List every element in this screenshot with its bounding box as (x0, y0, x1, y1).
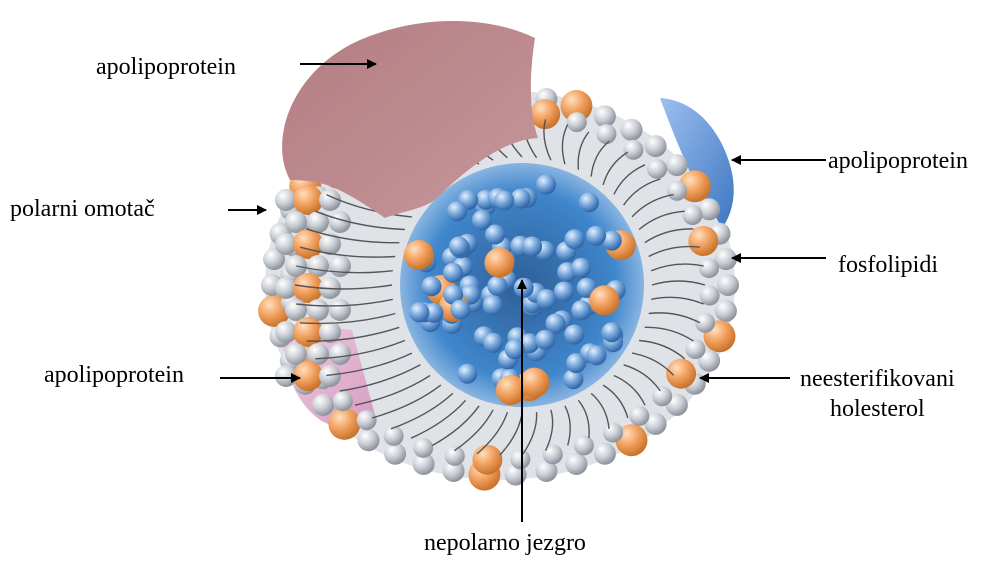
core-lipid-sphere (554, 282, 574, 302)
core-lipid-sphere (514, 278, 534, 298)
core-lipid-sphere (571, 258, 591, 278)
phospholipid-head (699, 258, 719, 278)
phospholipid-head (574, 435, 594, 455)
phospholipid-head (358, 429, 380, 451)
core-cholesterol-sphere (484, 248, 514, 278)
label-apolipoprotein-right: apolipoprotein (828, 146, 968, 176)
phospholipid-head (565, 453, 587, 475)
cholesterol-sphere (472, 445, 502, 475)
core-lipid-sphere (579, 192, 599, 212)
cholesterol-sphere (293, 317, 323, 347)
phospholipid-head (510, 449, 530, 469)
phospholipid-head (594, 443, 616, 465)
core-lipid-sphere (443, 263, 463, 283)
phospholipid-head (686, 339, 706, 359)
phospholipid-head (645, 135, 667, 157)
phospholipid-head (594, 105, 616, 127)
core-lipid-sphere (472, 210, 492, 230)
cholesterol-sphere (293, 229, 323, 259)
phospholipid-head (629, 406, 649, 426)
phospholipid-head (695, 313, 715, 333)
cholesterol-sphere (688, 226, 718, 256)
phospholipid-head (329, 255, 351, 277)
core-lipid-sphere (483, 333, 503, 353)
core-lipid-sphere (447, 201, 467, 221)
cholesterol-sphere (666, 359, 696, 389)
core-lipid-sphere (564, 325, 584, 345)
phospholipid-head (717, 274, 739, 296)
core-lipid-sphere (536, 175, 556, 195)
phospholipid-head (384, 443, 406, 465)
phospholipid-head (312, 394, 334, 416)
phospholipid-head (623, 140, 643, 160)
phospholipid-head (319, 365, 341, 387)
core-lipid-sphere (565, 229, 585, 249)
phospholipid-head (621, 119, 643, 141)
core-lipid-sphere (494, 191, 514, 211)
phospholipid-head (543, 444, 563, 464)
label-phospholipids: fosfolipidi (838, 250, 938, 280)
core-lipid-sphere (450, 300, 470, 320)
core-cholesterol-sphere (589, 285, 619, 315)
phospholipid-head (667, 181, 687, 201)
core-lipid-sphere (571, 300, 591, 320)
label-cholesterol: neesterifikovani holesterol (800, 364, 955, 424)
label-nonpolar-core: nepolarno jezgro (424, 528, 586, 558)
core-lipid-sphere (487, 276, 507, 296)
phospholipid-head (700, 286, 720, 306)
phospholipid-head (715, 300, 737, 322)
phospholipid-head (567, 112, 587, 132)
label-apolipoprotein-left: apolipoprotein (44, 360, 184, 390)
phospholipid-head (413, 438, 433, 458)
core-lipid-sphere (535, 330, 555, 350)
cholesterol-sphere (293, 361, 323, 391)
phospholipid-head (683, 205, 703, 225)
cholesterol-sphere (293, 185, 323, 215)
core-lipid-sphere (483, 295, 503, 315)
phospholipid-head (357, 410, 377, 430)
core-cholesterol-sphere (519, 368, 549, 398)
core-lipid-sphere (422, 276, 442, 296)
label-polar-shell: polarni omotač (10, 194, 155, 224)
label-cholesterol-line1: neesterifikovani (800, 364, 955, 394)
phospholipid-head (652, 386, 672, 406)
phospholipid-head (329, 343, 351, 365)
phospholipid-head (333, 391, 353, 411)
phospholipid-head (596, 124, 616, 144)
core-lipid-sphere (587, 345, 607, 365)
core-lipid-sphere (409, 302, 429, 322)
label-apolipoprotein-top: apolipoprotein (96, 52, 236, 82)
cholesterol-sphere (530, 99, 560, 129)
phospholipid-head (384, 426, 404, 446)
core-lipid-sphere (586, 226, 606, 246)
phospholipid-head (647, 159, 667, 179)
core-cholesterol-sphere (404, 240, 434, 270)
core-lipid-sphere (457, 364, 477, 384)
core-lipid-sphere (449, 236, 469, 256)
core-lipid-sphere (522, 236, 542, 256)
core-lipid-sphere (537, 289, 557, 309)
phospholipid-head (329, 299, 351, 321)
core-lipid-sphere (602, 322, 622, 342)
cholesterol-sphere (328, 408, 360, 440)
label-cholesterol-line2: holesterol (800, 394, 955, 424)
phospholipid-head (666, 154, 688, 176)
phospholipid-head (603, 423, 623, 443)
phospholipid-head (445, 446, 465, 466)
